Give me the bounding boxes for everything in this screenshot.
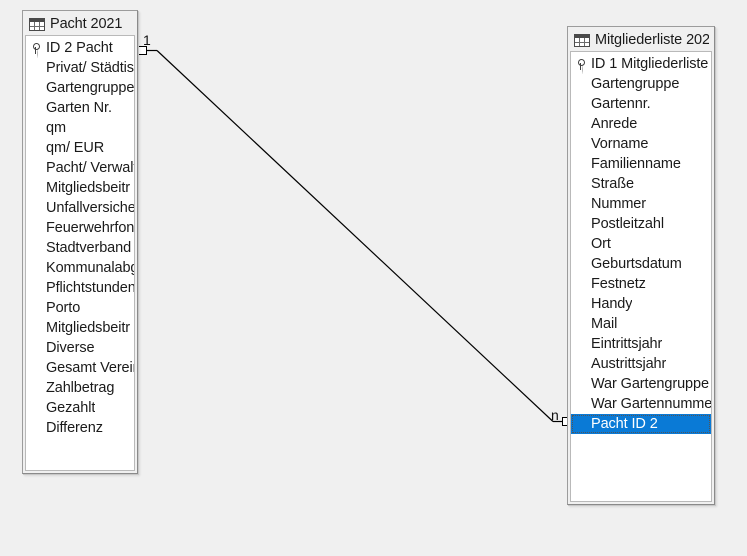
field-name: War Gartennummer xyxy=(591,396,711,412)
table-grid-icon xyxy=(574,33,590,47)
field-row[interactable]: Eintrittsjahr xyxy=(571,334,711,354)
table-title-mitgliederliste: Mitgliederliste 202 xyxy=(595,32,709,48)
field-row[interactable]: Mitgliedsbeitr xyxy=(26,178,134,198)
field-name: Mitgliedsbeitr xyxy=(46,320,131,336)
field-name: Nummer xyxy=(591,196,646,212)
field-row[interactable]: Handy xyxy=(571,294,711,314)
field-name: Ort xyxy=(591,236,611,252)
field-row[interactable]: Mail xyxy=(571,314,711,334)
field-row[interactable]: ID 2 Pacht xyxy=(26,38,134,58)
field-row[interactable]: Diverse xyxy=(26,338,134,358)
relationship-cardinality-one: 1 xyxy=(143,32,151,48)
field-name: Familienname xyxy=(591,156,681,172)
field-name: Austrittsjahr xyxy=(591,356,667,372)
field-row[interactable]: Nummer xyxy=(571,194,711,214)
relationship-line-diagonal xyxy=(156,50,554,422)
field-row[interactable]: Porto xyxy=(26,298,134,318)
field-row[interactable]: War Gartennummer xyxy=(571,394,711,414)
field-row[interactable]: Unfallversiche xyxy=(26,198,134,218)
field-name: Postleitzahl xyxy=(591,216,664,232)
field-row[interactable]: Stadtverband xyxy=(26,238,134,258)
field-row[interactable]: qm/ EUR xyxy=(26,138,134,158)
field-row[interactable]: Familienname xyxy=(571,154,711,174)
field-row[interactable]: qm xyxy=(26,118,134,138)
primary-key-icon xyxy=(30,38,46,58)
field-name: Garten Nr. xyxy=(46,100,112,116)
field-row[interactable]: Pacht/ Verwalt xyxy=(26,158,134,178)
field-name: Diverse xyxy=(46,340,95,356)
field-name: Anrede xyxy=(591,116,638,132)
field-name: Vorname xyxy=(591,136,649,152)
field-name: Pacht/ Verwalt xyxy=(46,160,134,176)
field-name: Unfallversiche xyxy=(46,200,134,216)
field-row[interactable]: Gesamt Verein xyxy=(26,358,134,378)
field-name: qm xyxy=(46,120,66,136)
table-titlebar-mitgliederliste[interactable]: Mitgliederliste 202 xyxy=(570,29,712,51)
table-title-pacht: Pacht 2021 xyxy=(50,16,123,32)
field-row[interactable]: Mitgliedsbeitr xyxy=(26,318,134,338)
field-name: Feuerwehrfon xyxy=(46,220,134,236)
field-name: Mitgliedsbeitr xyxy=(46,180,131,196)
field-name: Festnetz xyxy=(591,276,646,292)
field-name: ID 2 Pacht xyxy=(46,40,113,56)
field-name: War Gartengruppe xyxy=(591,376,709,392)
field-row[interactable]: Geburtsdatum xyxy=(571,254,711,274)
field-row[interactable]: Gartengruppe xyxy=(26,78,134,98)
relationship-cardinality-many: n xyxy=(551,407,559,423)
field-name: Stadtverband xyxy=(46,240,132,256)
field-row[interactable]: Feuerwehrfon xyxy=(26,218,134,238)
key-icon xyxy=(576,58,585,70)
field-row[interactable]: Postleitzahl xyxy=(571,214,711,234)
field-row[interactable]: Pflichtstunden xyxy=(26,278,134,298)
table-titlebar-pacht[interactable]: Pacht 2021 xyxy=(25,13,135,35)
field-name: Mail xyxy=(591,316,618,332)
field-row[interactable]: Privat/ Städtis xyxy=(26,58,134,78)
field-name: Zahlbetrag xyxy=(46,380,115,396)
field-row[interactable]: Differenz xyxy=(26,418,134,438)
field-name: Kommunalabg xyxy=(46,260,134,276)
field-name: Gesamt Verein xyxy=(46,360,134,376)
field-row[interactable]: Straße xyxy=(571,174,711,194)
key-icon xyxy=(31,42,40,54)
table-window-mitgliederliste[interactable]: Mitgliederliste 202 ID 1 Mitgliederliste… xyxy=(567,26,715,505)
primary-key-icon xyxy=(575,54,591,74)
field-row[interactable]: Kommunalabg xyxy=(26,258,134,278)
field-name: Gartennr. xyxy=(591,96,651,112)
field-row[interactable]: Anrede xyxy=(571,114,711,134)
field-name: Geburtsdatum xyxy=(591,256,682,272)
table-grid-icon xyxy=(29,17,45,31)
field-name: Privat/ Städtis xyxy=(46,60,134,76)
field-name: Gartengruppe xyxy=(591,76,680,92)
field-row[interactable]: Gartennr. xyxy=(571,94,711,114)
field-name: Straße xyxy=(591,176,634,192)
field-name: Pacht ID 2 xyxy=(591,416,658,432)
field-name: Gartengruppe xyxy=(46,80,134,96)
field-name: Eintrittsjahr xyxy=(591,336,663,352)
field-row[interactable]: ID 1 Mitgliederliste xyxy=(571,54,711,74)
field-name: Porto xyxy=(46,300,81,316)
field-name: qm/ EUR xyxy=(46,140,105,156)
field-name: Handy xyxy=(591,296,633,312)
field-row[interactable]: Festnetz xyxy=(571,274,711,294)
field-name: Gezahlt xyxy=(46,400,96,416)
field-row[interactable]: Vorname xyxy=(571,134,711,154)
field-row[interactable]: Gezahlt xyxy=(26,398,134,418)
field-row[interactable]: Austrittsjahr xyxy=(571,354,711,374)
field-row[interactable]: Pacht ID 2 xyxy=(571,414,711,434)
field-name: ID 1 Mitgliederliste xyxy=(591,56,709,72)
field-name: Differenz xyxy=(46,420,103,436)
field-row[interactable]: War Gartengruppe xyxy=(571,374,711,394)
field-row[interactable]: Ort xyxy=(571,234,711,254)
field-row[interactable]: Gartengruppe xyxy=(571,74,711,94)
field-name: Pflichtstunden xyxy=(46,280,134,296)
field-row[interactable]: Zahlbetrag xyxy=(26,378,134,398)
field-row[interactable]: Garten Nr. xyxy=(26,98,134,118)
